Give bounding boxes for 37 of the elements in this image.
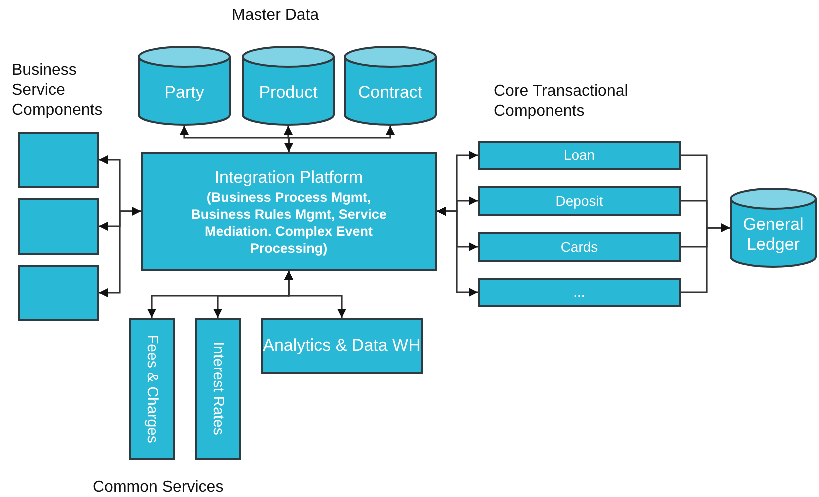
group-heading: Master Data <box>232 6 320 26</box>
process-box <box>478 278 681 307</box>
box-label: ... <box>574 284 586 301</box>
process-box <box>18 132 99 188</box>
box-label: Interest Rates <box>209 342 227 436</box>
box-label: Loan <box>564 147 596 164</box>
box-label: General Ledger <box>742 214 805 256</box>
database-cylinder <box>138 46 231 126</box>
database-cylinder <box>730 188 817 268</box>
box-title: Integration Platform <box>214 166 364 188</box>
box-label: Product <box>259 82 318 104</box>
arrow <box>99 207 141 298</box>
group-heading: Core Transactional Components <box>494 82 630 122</box>
database-cylinder <box>242 46 335 126</box>
process-box <box>129 318 175 460</box>
box-label: Party <box>164 82 204 104</box>
arrow <box>284 126 395 152</box>
arrow <box>284 271 346 318</box>
box-label: Deposit <box>556 192 604 210</box>
process-box <box>18 198 99 255</box>
box-label: Cards <box>560 238 598 256</box>
database-cylinder <box>344 46 437 126</box>
process-box <box>195 318 241 460</box>
process-box <box>478 141 681 170</box>
group-heading: Business Service Components <box>12 61 104 121</box>
arrow <box>437 207 478 297</box>
process-box <box>478 232 681 262</box>
process-box <box>478 186 681 216</box>
group-heading: Common Services <box>93 478 225 497</box>
box-label: Fees & Charges <box>143 334 161 444</box>
box-label: Analytics & Data WH <box>263 336 421 356</box>
process-box <box>261 318 423 374</box>
arrow <box>681 224 730 294</box>
process-box <box>18 265 99 321</box>
process-box <box>141 152 437 271</box>
box-description: (Business Process Mgmt, Business Rules Mgmt, Service Mediation. Complex Event Processing) <box>190 188 388 256</box>
box-label: Contract <box>358 82 423 104</box>
